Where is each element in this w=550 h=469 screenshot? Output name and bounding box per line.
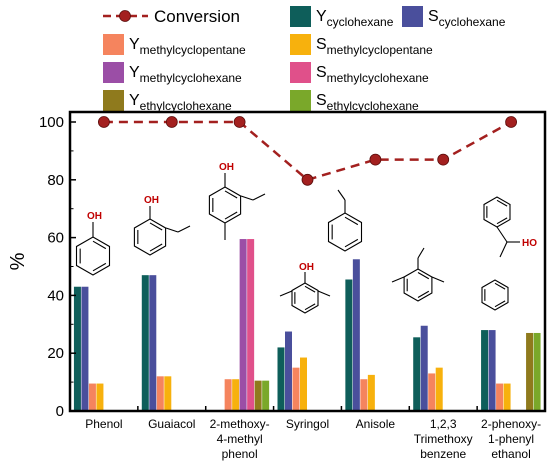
bar-y_chx-4 xyxy=(345,279,353,411)
conversion-line-path xyxy=(103,120,512,182)
svg-text:OH: OH xyxy=(87,211,102,222)
bar-y_mcp-6 xyxy=(496,383,504,411)
legend-label-s_ech: Sethylcyclohexane xyxy=(316,92,419,113)
legend-label-s_mch: Smethylcyclohexane xyxy=(316,64,429,85)
bar-y_mcp-5 xyxy=(428,373,436,411)
bar-s_mcp-3 xyxy=(300,357,307,411)
conversion-line xyxy=(98,116,518,186)
y-tick-label-100: 100 xyxy=(39,114,64,131)
svg-text:OH: OH xyxy=(219,162,234,173)
bar-y_ech-2 xyxy=(254,380,262,411)
bar-y_mcp-2 xyxy=(224,379,232,411)
bar-s_mch-2 xyxy=(247,239,255,411)
legend-label-y_mcp: Ymethylcyclopentane xyxy=(129,36,246,57)
bar-s_chx-5 xyxy=(420,325,428,411)
conversion-point-6 xyxy=(505,116,518,128)
bar-s_chx-6 xyxy=(488,330,496,411)
conversion-point-5 xyxy=(437,153,450,166)
category-label-0: Phenol xyxy=(85,417,122,431)
conversion-point-4 xyxy=(369,153,382,166)
bar-y_mcp-3 xyxy=(292,367,300,411)
anisole-structure xyxy=(327,189,363,252)
conversion-point-0 xyxy=(98,116,110,128)
legend-label-y_mch: Ymethylcyclohexane xyxy=(129,64,242,85)
bar-s_chx-0 xyxy=(81,286,89,411)
bar-s_chx-4 xyxy=(352,259,360,411)
legend-swatch-s_ech xyxy=(290,90,311,111)
bar-y_chx-1 xyxy=(141,275,149,411)
bar-s_chx-1 xyxy=(149,275,157,411)
legend-swatch-s_mch xyxy=(290,62,311,83)
plot-frame xyxy=(68,110,547,413)
bar-s_mcp-5 xyxy=(435,367,443,411)
svg-text:OH: OH xyxy=(299,262,314,273)
legend-conversion-label: Conversion xyxy=(154,7,240,26)
legend-label-s_chx: Scyclohexane xyxy=(428,8,506,29)
legend-swatch-y_ech xyxy=(103,90,124,111)
category-label-3: Syringol xyxy=(286,417,329,431)
bar-y_chx-0 xyxy=(73,286,81,411)
legend-conversion-marker xyxy=(119,10,131,22)
axes: 0 20 40 60 80 100% Phenol Guaiacol 2-methoxy-4-m… xyxy=(7,110,547,461)
legend-swatch-y_mcp xyxy=(103,34,124,55)
legend-label-s_mcp: Smethylcyclopentane xyxy=(316,36,433,57)
phenylethanol-phenyl-structure: HO xyxy=(483,196,537,258)
methoxymethylphenol-structure: OH xyxy=(208,162,266,240)
category-label-1: Guaiacol xyxy=(148,417,195,431)
syringol-structure: OH xyxy=(279,262,331,314)
legend-swatch-y_mch xyxy=(103,62,124,83)
y-tick-label-80: 80 xyxy=(47,172,64,189)
legend-label-y_chx: Ycyclohexane xyxy=(316,8,394,29)
category-label-4: Anisole xyxy=(356,417,396,431)
svg-text:OH: OH xyxy=(144,195,159,206)
bars xyxy=(73,239,541,412)
bar-s_mcp-0 xyxy=(96,383,104,411)
bar-y_mcp-4 xyxy=(360,379,368,411)
y-axis-label: % xyxy=(7,252,29,270)
bar-s_mcp-2 xyxy=(232,379,240,411)
bar-y_chx-5 xyxy=(413,337,421,411)
legend-swatch-y_chx xyxy=(290,6,311,27)
phenylethanol-phenoxy-structure xyxy=(481,279,509,311)
bar-y_mcp-0 xyxy=(88,383,96,411)
conversion-point-3 xyxy=(301,173,314,186)
legend: Conversion Ycyclohexane ScyclohexaneYmethy… xyxy=(103,6,506,113)
bar-s_chx-3 xyxy=(285,331,292,411)
bar-y_chx-3 xyxy=(277,347,285,411)
conversion-point-1 xyxy=(165,116,178,128)
bar-y_mch-2 xyxy=(239,239,247,411)
y-tick-label-20: 20 xyxy=(47,345,64,362)
bar-s_mcp-4 xyxy=(367,374,375,412)
y-tick-label-60: 60 xyxy=(47,230,64,247)
bar-s_ech-2 xyxy=(262,380,270,411)
y-tick-label-40: 40 xyxy=(47,287,64,304)
bar-s_mcp-1 xyxy=(164,376,172,411)
conversion-point-2 xyxy=(233,116,246,128)
trimethoxybenzene-structure xyxy=(391,247,445,302)
bar-y_chx-6 xyxy=(481,330,489,411)
svg-text:HO: HO xyxy=(522,238,537,249)
y-tick-label-0: 0 xyxy=(56,403,64,420)
phenol-structure: OH xyxy=(75,211,111,276)
bar-s_mcp-6 xyxy=(503,383,511,411)
guaiacol-structure: OH xyxy=(133,195,191,256)
legend-swatch-s_chx xyxy=(402,6,423,27)
bar-y_ech-6 xyxy=(526,332,534,411)
bar-s_ech-6 xyxy=(533,332,541,411)
legend-swatch-s_mcp xyxy=(290,34,311,55)
bar-y_mcp-1 xyxy=(156,376,164,411)
molecule-structures: OH OH OH OH HO xyxy=(75,162,537,314)
legend-label-y_ech: Yethylcyclohexane xyxy=(129,92,232,113)
